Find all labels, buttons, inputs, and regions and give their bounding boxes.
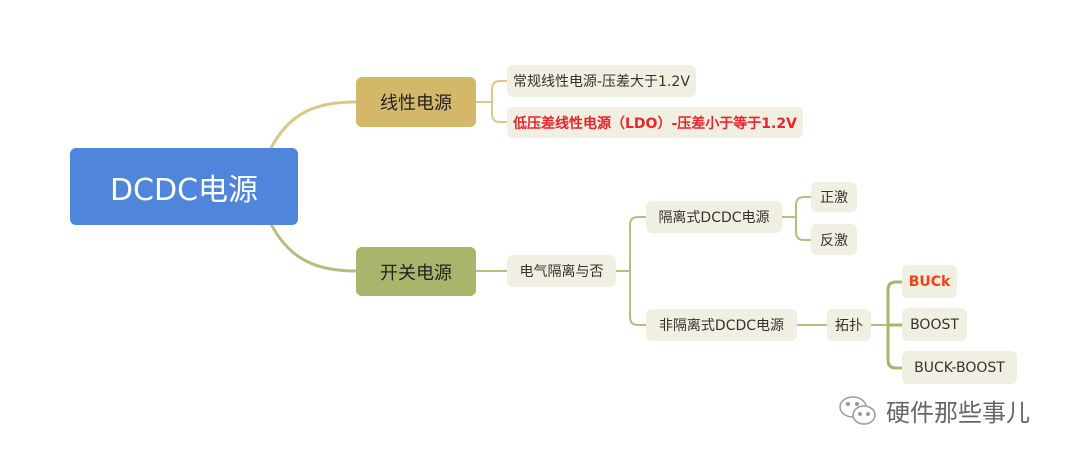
linear-power-node[interactable]: 线性电源 [356, 77, 476, 127]
topology-node[interactable]: 拓扑 [827, 309, 871, 341]
switching-power-node[interactable]: 开关电源 [356, 247, 476, 296]
forward-node[interactable]: 正激 [811, 182, 857, 212]
wechat-icon [839, 395, 876, 425]
ldo-node[interactable]: 低压差线性电源（LDO）-压差小于等于1.2V [507, 107, 803, 138]
isolation-node[interactable]: 电气隔离与否 [507, 255, 616, 287]
standard-linear-node[interactable]: 常规线性电源-压差大于1.2V [507, 65, 696, 97]
watermark: 硬件那些事儿 [838, 393, 1030, 428]
buck-node[interactable]: BUCk [902, 265, 957, 298]
buck-boost-node[interactable]: BUCK-BOOST [902, 351, 1017, 384]
flyback-node[interactable]: 反激 [811, 224, 857, 255]
isolated-dcdc-node[interactable]: 隔离式DCDC电源 [646, 201, 782, 233]
watermark-text: 硬件那些事儿 [886, 399, 1030, 427]
nonisolated-dcdc-node[interactable]: 非隔离式DCDC电源 [646, 309, 797, 341]
boost-node[interactable]: BOOST [902, 308, 967, 341]
root-node[interactable]: DCDC电源 [70, 148, 298, 225]
